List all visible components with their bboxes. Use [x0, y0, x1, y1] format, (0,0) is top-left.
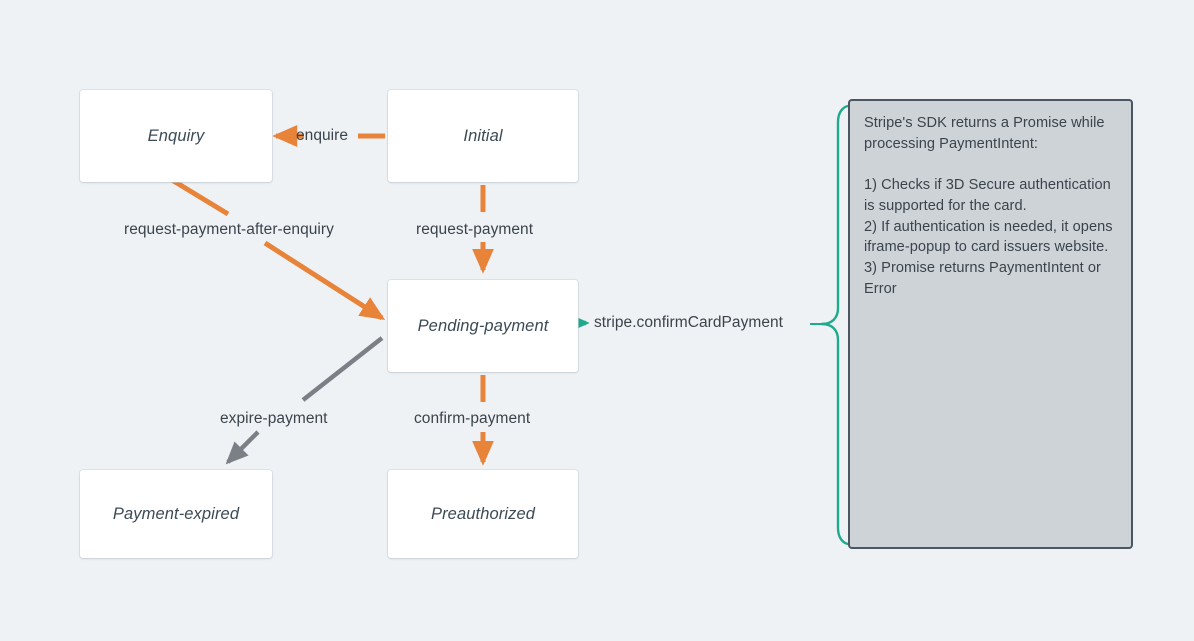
- state-label-enquiry: Enquiry: [147, 126, 205, 145]
- state-label-preauthorized: Preauthorized: [430, 504, 536, 523]
- transition-label-enquire: enquire: [296, 127, 349, 144]
- edge-expire-payment: [225, 336, 384, 465]
- note-box-stripe-sdk: Stripe's SDK returns a Promise while pro…: [848, 99, 1133, 549]
- state-node-preauthorized[interactable]: Preauthorized: [388, 470, 578, 558]
- transition-label-confirm-payment: confirm-payment: [414, 410, 531, 427]
- state-node-pending-payment[interactable]: Pending-payment: [388, 280, 578, 372]
- transition-label-request-payment: request-payment: [416, 221, 534, 238]
- transition-label-expire-payment: expire-payment: [220, 410, 328, 427]
- action-label-stripe-confirm-card-payment: stripe.confirmCardPayment: [594, 314, 784, 331]
- transition-label-request-payment-after-enquiry: request-payment-after-enquiry: [124, 221, 334, 238]
- note-box-text: Stripe's SDK returns a Promise while pro…: [864, 115, 1113, 297]
- state-label-initial: Initial: [463, 126, 503, 145]
- state-node-enquiry[interactable]: Enquiry: [80, 90, 272, 182]
- state-node-payment-expired[interactable]: Payment-expired: [80, 470, 272, 558]
- state-node-initial[interactable]: Initial: [388, 90, 578, 182]
- edge-request-payment-after-enquiry: [170, 177, 386, 321]
- state-label-payment-expired: Payment-expired: [112, 504, 240, 523]
- note-connector-brace: [810, 104, 850, 546]
- state-label-pending-payment: Pending-payment: [417, 316, 549, 335]
